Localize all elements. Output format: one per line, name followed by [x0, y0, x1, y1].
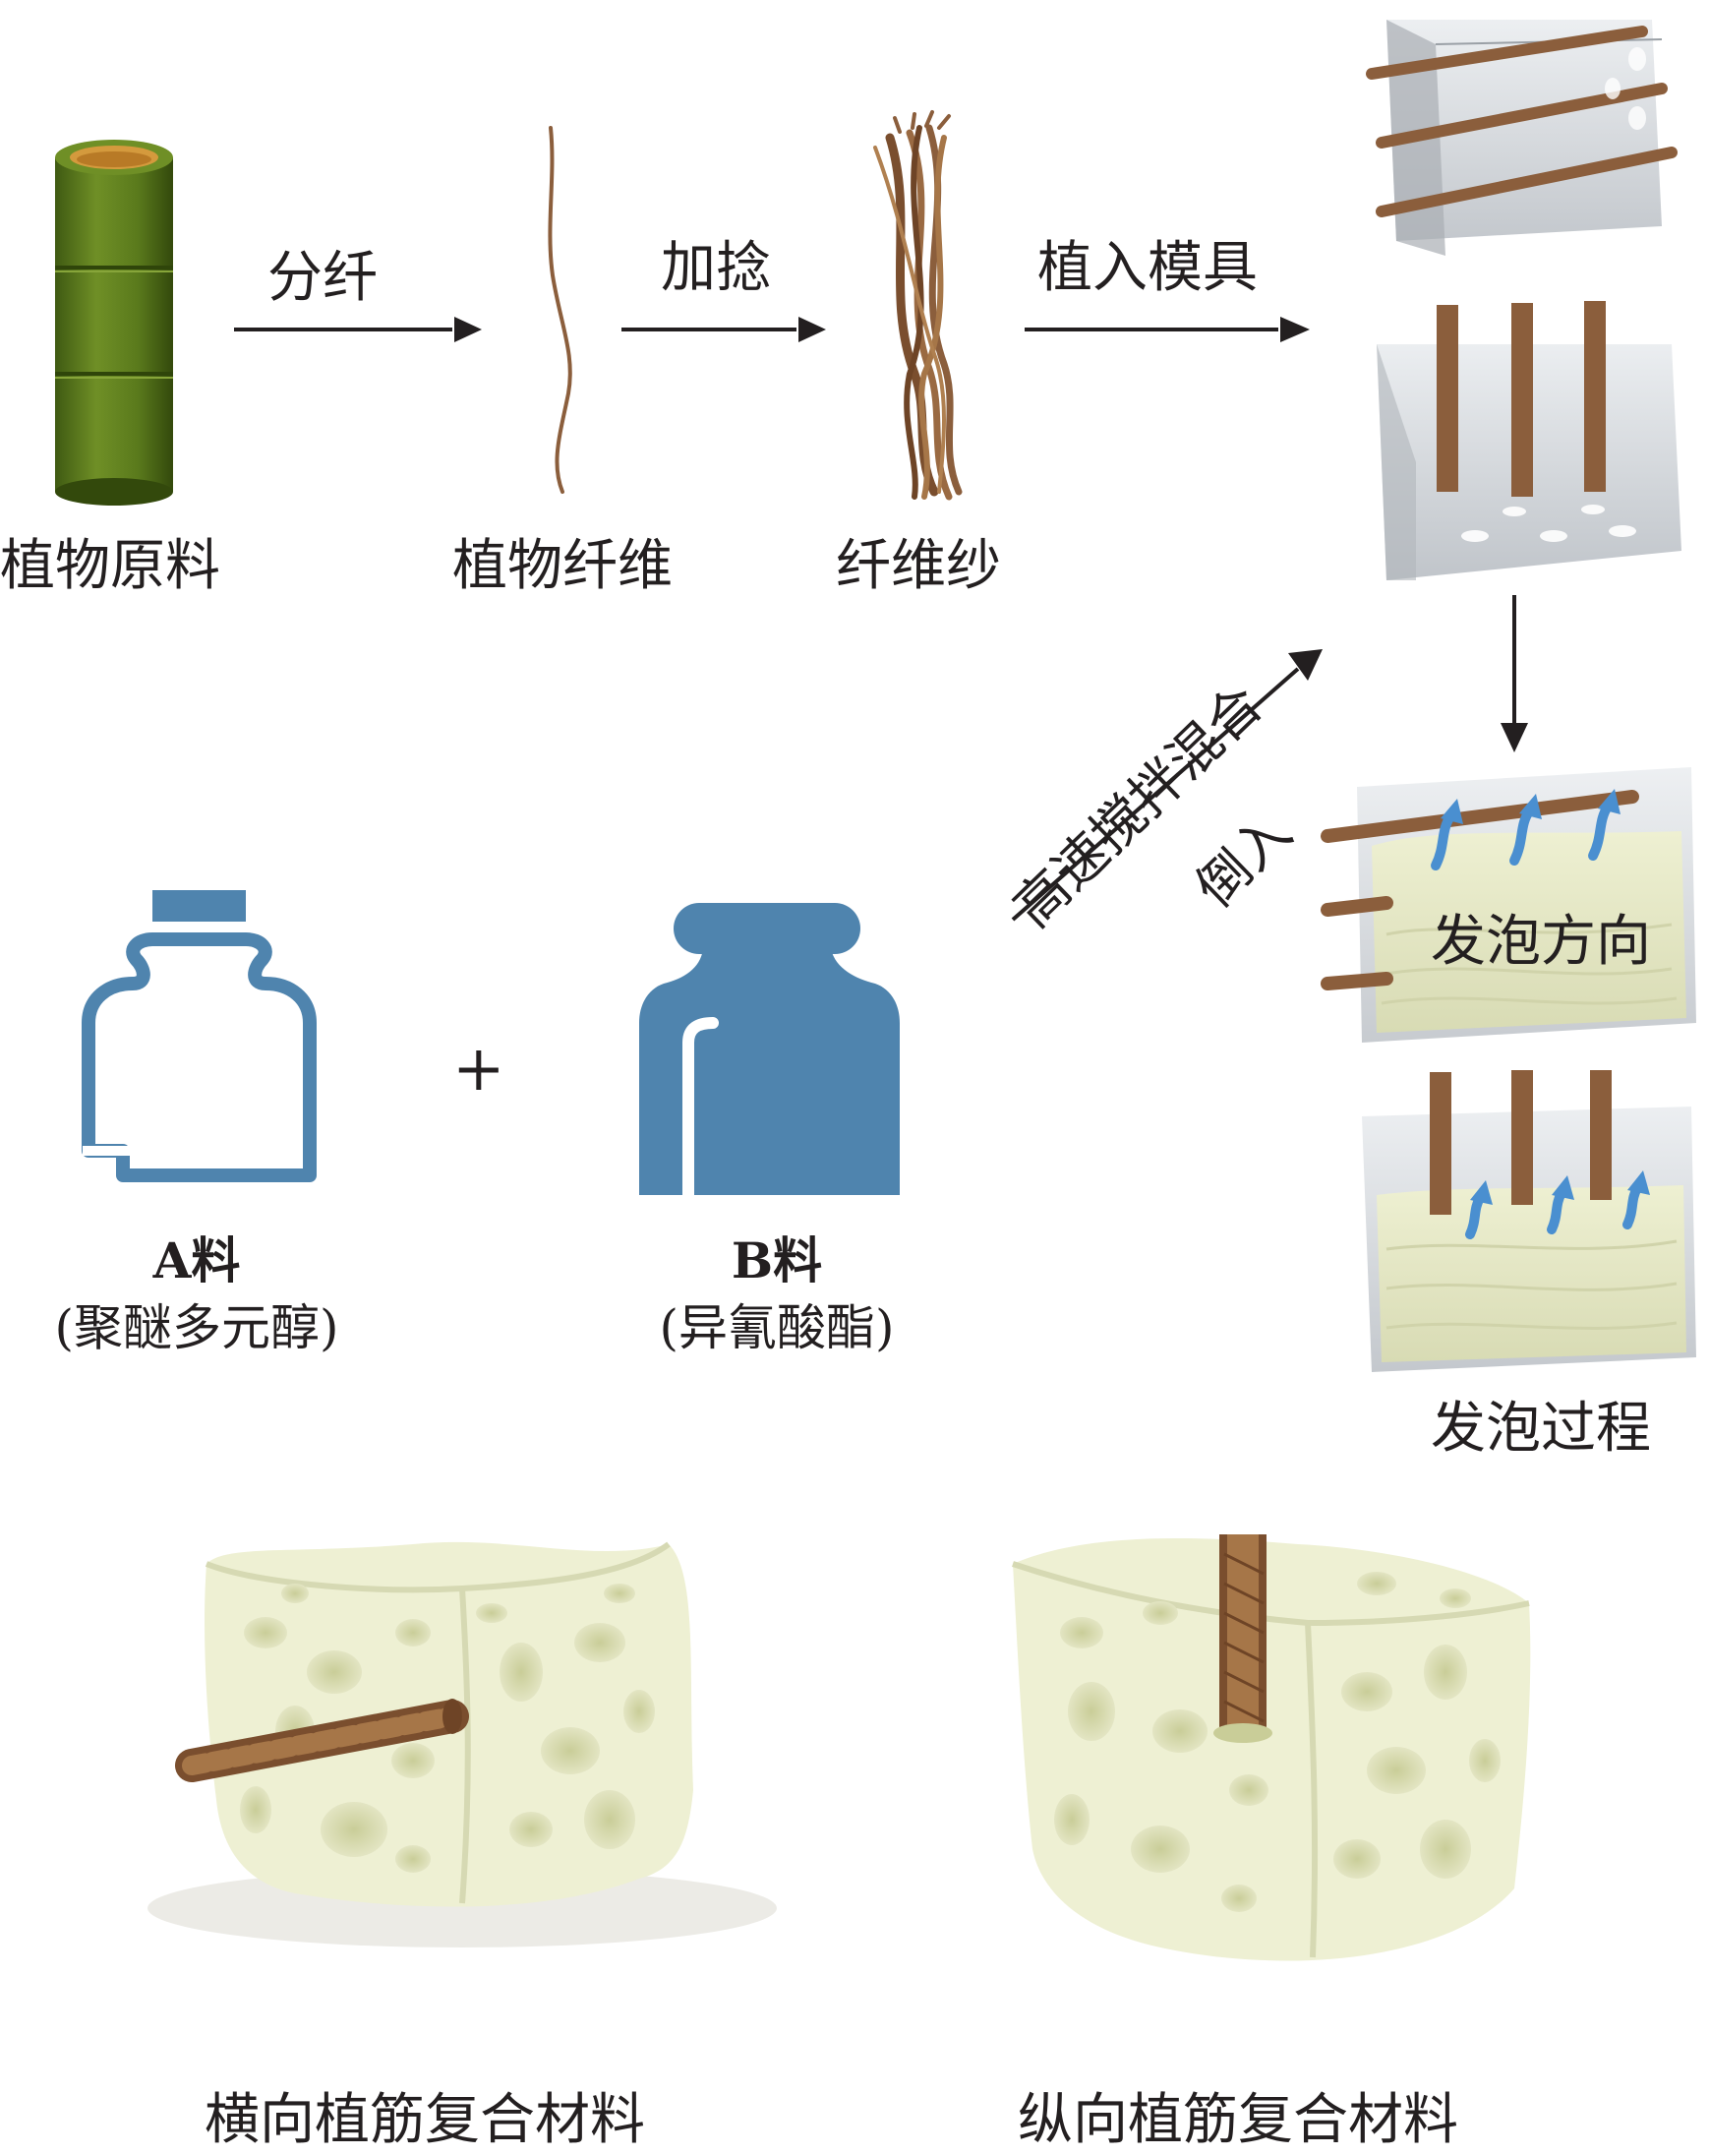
label-foaming-process: 发泡过程 [1431, 1397, 1651, 1461]
label-implant: 植入模具 [1037, 236, 1258, 300]
label-a-detail: (聚醚多元醇) [54, 1299, 339, 1356]
foaming-mold-transverse-icon [1321, 767, 1696, 1043]
label-longitudinal-composite: 纵向植筋复合材料 [1018, 2088, 1458, 2152]
label-twist: 加捻 [661, 236, 771, 300]
label-foaming-direction: 发泡方向 [1431, 910, 1651, 974]
foam-cube-longitudinal-icon [1012, 1534, 1531, 1961]
label-raw-material: 植物原料 [0, 534, 220, 598]
mold-longitudinal-icon [1377, 301, 1681, 580]
foam-cube-transverse-icon [147, 1541, 777, 1947]
mold-transverse-icon [1366, 20, 1678, 256]
foaming-mold-longitudinal-icon [1362, 1070, 1696, 1372]
bamboo-icon [55, 140, 173, 506]
fiber-icon [548, 126, 572, 494]
bottle-b-icon [639, 903, 900, 1201]
plus-sign: + [452, 1033, 505, 1106]
label-transverse-composite: 横向植筋复合材料 [205, 2088, 645, 2152]
label-b-detail: (异氰酸酯) [659, 1299, 895, 1356]
label-a-name: A料 [152, 1231, 241, 1289]
bottle-a-icon [82, 890, 317, 1182]
label-b-name: B料 [731, 1231, 823, 1289]
arrow-mix-pour [1011, 667, 1300, 922]
label-separate: 分纤 [267, 246, 378, 310]
label-fiber: 植物纤维 [452, 534, 673, 598]
label-yarn: 纤维纱 [836, 534, 1001, 598]
yarn-icon [873, 110, 963, 501]
